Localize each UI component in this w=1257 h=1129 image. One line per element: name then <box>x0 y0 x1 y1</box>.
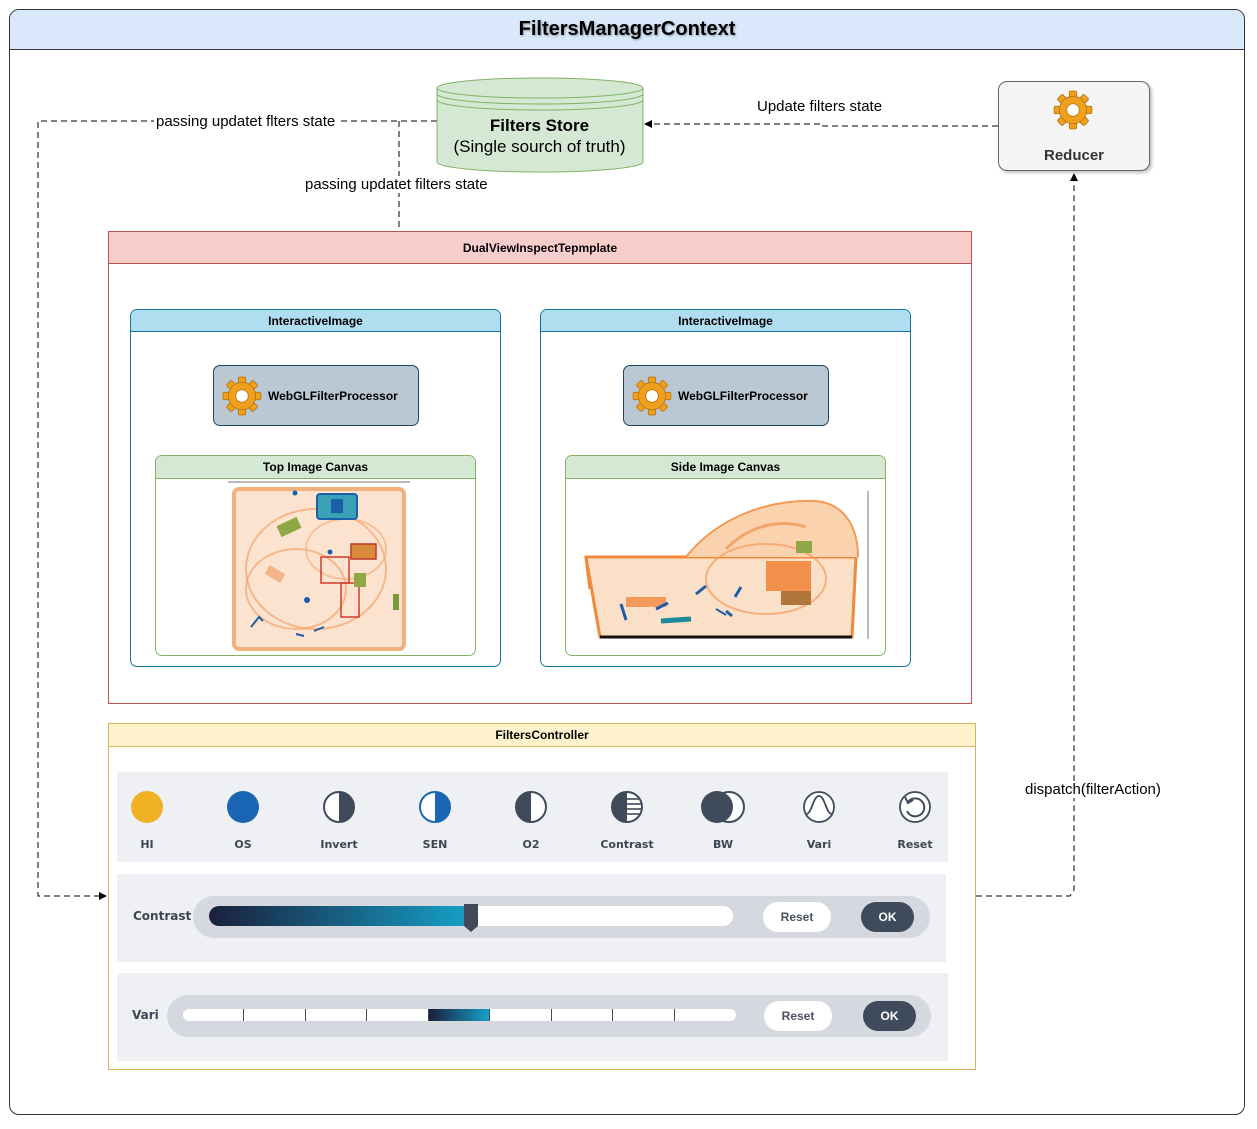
contrast-label: Contrast <box>133 909 192 923</box>
vari-reset-button[interactable]: Reset <box>764 1001 832 1031</box>
edge-label-passing-down: passing updatet filters state <box>303 176 490 193</box>
vari-segment[interactable] <box>244 1009 306 1021</box>
reducer-node: Reducer <box>998 81 1150 171</box>
tool-bw-button[interactable]: BW <box>693 790 753 851</box>
invert-icon <box>323 791 355 823</box>
tool-label: SEN <box>422 838 448 851</box>
processor-label: WebGLFilterProcessor <box>268 388 398 403</box>
edge-label-passing-left: passing updatet flters state <box>154 113 338 130</box>
vari-slider-track[interactable] <box>183 1009 736 1021</box>
tool-sen-button[interactable]: SEN <box>405 790 465 851</box>
gear-icon <box>222 376 262 416</box>
tool-o2-button[interactable]: O2 <box>501 790 561 851</box>
filters-controller: FiltersController HI OS Invert SEN <box>108 723 976 1070</box>
vari-curve-icon <box>803 791 835 823</box>
contrast-reset-button[interactable]: Reset <box>763 902 831 932</box>
tool-vari-button[interactable]: Vari <box>789 790 849 851</box>
o2-half-circle-icon <box>515 791 547 823</box>
contrast-striped-icon <box>611 791 643 823</box>
tool-os-button[interactable]: OS <box>213 790 273 851</box>
processor-label: WebGLFilterProcessor <box>678 388 808 403</box>
contrast-slider-fill <box>209 906 471 926</box>
vari-segment[interactable] <box>306 1009 368 1021</box>
tool-label: OS <box>234 838 252 851</box>
filled-circle-blue-icon <box>227 791 259 823</box>
vari-slider-panel: Vari Reset OK <box>117 973 948 1061</box>
interactive-image-left[interactable]: InteractiveImage WebGLFilterProcessor To… <box>130 309 501 667</box>
gear-icon <box>632 376 672 416</box>
template-title: DualViewInspectTepmplate <box>109 232 971 264</box>
tool-contrast-button[interactable]: Contrast <box>597 790 657 851</box>
tool-label: BW <box>713 838 733 851</box>
filled-circle-yellow-icon <box>131 791 163 823</box>
contrast-slider-handle[interactable] <box>464 904 478 932</box>
vari-segment[interactable] <box>183 1009 245 1021</box>
tool-hi-button[interactable]: HI <box>117 790 177 851</box>
tool-label: Invert <box>320 838 358 851</box>
contrast-slider-panel: Contrast Reset OK <box>117 874 946 962</box>
vari-segment[interactable] <box>367 1009 429 1021</box>
vari-segment[interactable] <box>613 1009 675 1021</box>
filters-store-label: Filters Store (Single sourch of truth) <box>437 115 642 157</box>
vari-segment[interactable] <box>552 1009 614 1021</box>
webgl-filter-processor-left: WebGLFilterProcessor <box>213 365 419 426</box>
filters-store-cylinder <box>436 77 644 173</box>
filter-toolbar: HI OS Invert SEN O2 <box>117 772 948 862</box>
side-image-canvas[interactable]: Side Image Canvas <box>565 455 886 656</box>
bw-overlap-circles-icon <box>701 791 745 823</box>
tool-label: HI <box>140 838 154 851</box>
vari-label: Vari <box>132 1008 159 1022</box>
vari-ok-button[interactable]: OK <box>863 1001 916 1031</box>
top-canvas-title: Top Image Canvas <box>156 456 475 479</box>
vari-slider-pill: Reset OK <box>167 995 931 1037</box>
xray-side-view-image <box>584 491 869 639</box>
webgl-filter-processor-right: WebGLFilterProcessor <box>623 365 829 426</box>
tool-label: O2 <box>522 838 540 851</box>
interactive-image-right-title: InteractiveImage <box>541 310 910 332</box>
tool-label: Contrast <box>600 838 654 851</box>
store-title: Filters Store <box>489 116 590 135</box>
interactive-image-left-title: InteractiveImage <box>131 310 500 332</box>
tool-label: Vari <box>806 838 832 851</box>
reducer-label: Reducer <box>1043 147 1105 164</box>
vari-segment-active[interactable] <box>428 1009 491 1021</box>
edge-label-dispatch: dispatch(filterAction) <box>1023 781 1163 798</box>
contrast-slider-pill: Reset OK <box>193 896 930 938</box>
tool-invert-button[interactable]: Invert <box>309 790 369 851</box>
sen-half-circle-icon <box>419 791 451 823</box>
side-canvas-title: Side Image Canvas <box>566 456 885 479</box>
reset-arrow-icon <box>899 791 931 823</box>
frame-title: FiltersManagerContext <box>10 10 1244 50</box>
edge-label-update: Update filters state <box>755 98 885 115</box>
vari-segment[interactable] <box>490 1009 552 1021</box>
filters-controller-title: FiltersController <box>109 724 975 747</box>
tool-reset-button[interactable]: Reset <box>885 790 945 851</box>
xray-top-view-image <box>228 481 410 651</box>
gear-icon <box>1053 90 1093 130</box>
interactive-image-right[interactable]: InteractiveImage WebGLFilterProcessor Si… <box>540 309 911 667</box>
vari-segment[interactable] <box>675 1009 736 1021</box>
tool-label: Reset <box>897 838 933 851</box>
top-image-canvas[interactable]: Top Image Canvas <box>155 455 476 656</box>
contrast-ok-button[interactable]: OK <box>861 902 914 932</box>
store-subtitle: (Single sourch of truth) <box>453 137 626 156</box>
